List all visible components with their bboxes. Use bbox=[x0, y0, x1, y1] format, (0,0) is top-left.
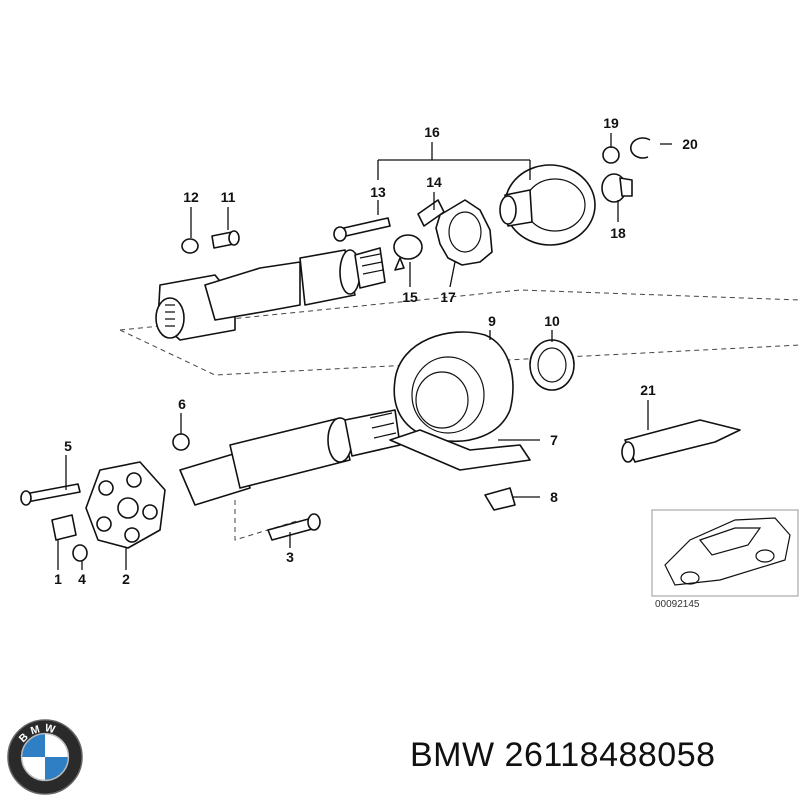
center-bearing-9 bbox=[393, 331, 514, 442]
callout-16: 16 bbox=[424, 124, 440, 140]
grommet-8 bbox=[484, 487, 516, 511]
upper-assembly-outline bbox=[119, 289, 800, 376]
callout-15: 15 bbox=[402, 289, 418, 305]
clamp-ring-18 bbox=[601, 173, 633, 203]
callout-6: 6 bbox=[178, 396, 186, 412]
bmw-logo-icon: BMW bbox=[7, 719, 83, 795]
callout-11: 11 bbox=[221, 189, 236, 205]
callout-20: 20 bbox=[682, 136, 698, 152]
callout-numbers: 1 2 3 4 5 6 7 8 9 10 11 12 13 14 15 16 1… bbox=[54, 115, 698, 587]
callout-21: 21 bbox=[640, 382, 656, 398]
callout-9: 9 bbox=[488, 313, 496, 329]
callout-8: 8 bbox=[550, 489, 558, 505]
caption-brand: BMW bbox=[410, 736, 495, 774]
washer-12 bbox=[181, 238, 199, 254]
flex-disc-2 bbox=[85, 461, 166, 549]
callout-12: 12 bbox=[183, 189, 199, 205]
part-caption: BMW 26118488058 bbox=[410, 736, 716, 775]
callout-18: 18 bbox=[610, 225, 626, 241]
seal-ring-10 bbox=[529, 339, 575, 391]
flex-disc-17 bbox=[435, 199, 493, 266]
bolt-11 bbox=[211, 230, 240, 249]
callout-10: 10 bbox=[544, 313, 560, 329]
callout-4: 4 bbox=[78, 571, 86, 587]
flange-16 bbox=[499, 164, 596, 246]
callout-1: 1 bbox=[54, 571, 62, 587]
grease-tube-21 bbox=[621, 419, 741, 463]
leader-lines bbox=[57, 133, 672, 570]
bolt-13 bbox=[333, 217, 391, 242]
callout-19: 19 bbox=[603, 115, 619, 131]
car-thumbnail: 00092145 bbox=[651, 509, 799, 610]
callout-5: 5 bbox=[64, 438, 72, 454]
lower-drive-shaft bbox=[179, 409, 401, 506]
callout-3: 3 bbox=[286, 549, 294, 565]
nut-6 bbox=[172, 433, 190, 451]
callout-13: 13 bbox=[370, 184, 386, 200]
bolt-5 bbox=[20, 483, 81, 506]
callout-2: 2 bbox=[122, 571, 130, 587]
upper-drive-shaft bbox=[155, 247, 386, 341]
caption-part-number: 26118488058 bbox=[504, 736, 716, 774]
bracket-7 bbox=[389, 429, 531, 471]
sleeve-1 bbox=[51, 514, 77, 541]
bushing-19 bbox=[602, 146, 620, 164]
circlip-20 bbox=[630, 137, 651, 159]
thumbnail-code: 00092145 bbox=[655, 599, 700, 610]
bolt-3 bbox=[267, 513, 321, 541]
callout-17: 17 bbox=[440, 289, 456, 305]
clamp-15 bbox=[393, 234, 423, 271]
callout-7: 7 bbox=[550, 432, 558, 448]
callout-14: 14 bbox=[426, 174, 442, 190]
nut-4 bbox=[72, 544, 88, 562]
